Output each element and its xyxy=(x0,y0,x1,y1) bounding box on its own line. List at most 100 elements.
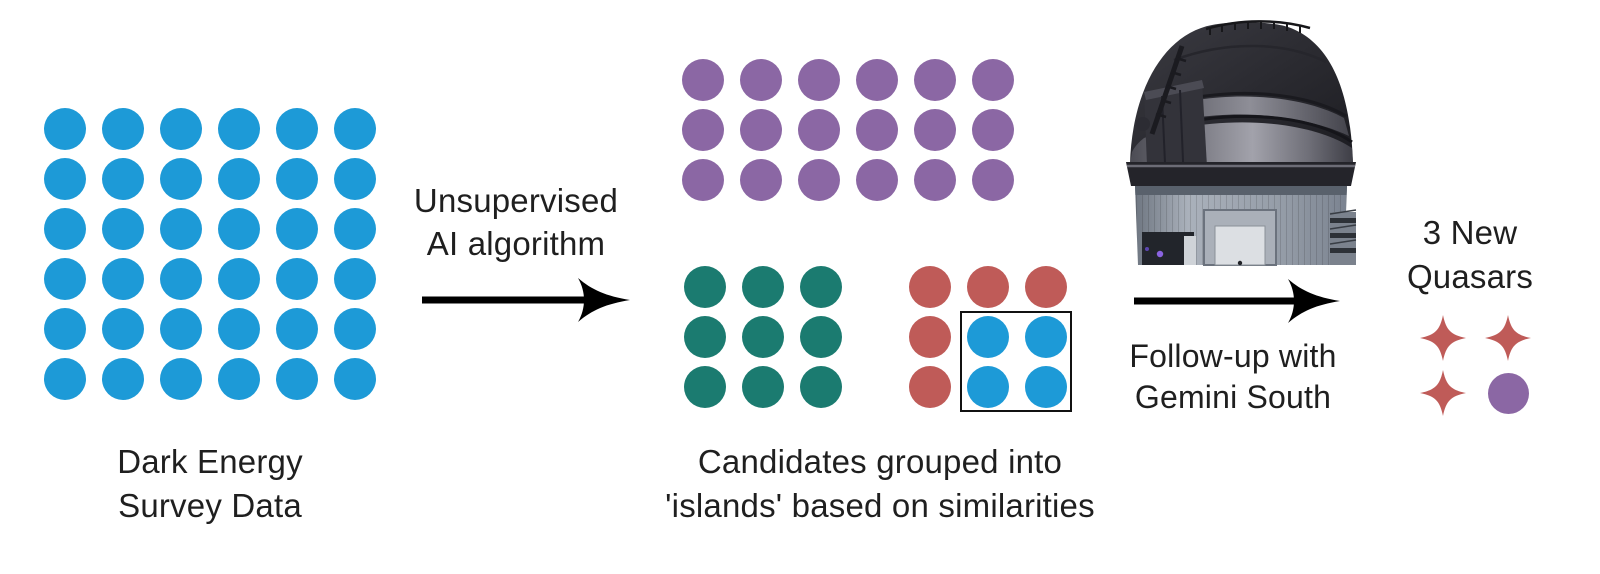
blue-data-point xyxy=(276,208,318,250)
purple-data-point xyxy=(682,159,724,201)
teal-data-point xyxy=(742,266,784,308)
blue-data-point xyxy=(218,108,260,150)
right-arrow-icon xyxy=(422,278,630,322)
blue-data-point xyxy=(1025,366,1067,408)
red-data-point xyxy=(909,266,951,308)
red-data-point xyxy=(909,316,951,358)
purple-data-point xyxy=(740,159,782,201)
blue-data-point xyxy=(276,158,318,200)
label-line: Gemini South xyxy=(1134,379,1332,415)
caption-line: Dark Energy xyxy=(117,443,303,480)
teal-data-point xyxy=(800,366,842,408)
teal-data-point xyxy=(742,366,784,408)
teal-data-point xyxy=(742,316,784,358)
purple-data-point xyxy=(856,59,898,101)
purple-data-point xyxy=(914,109,956,151)
blue-data-point xyxy=(218,208,260,250)
blue-data-point xyxy=(160,258,202,300)
caption-line: 'islands' based on similarities xyxy=(665,487,1095,524)
right-arrow-icon xyxy=(1134,279,1340,323)
blue-data-point xyxy=(160,208,202,250)
quasar-results-symbols xyxy=(1420,315,1531,416)
teal-data-point xyxy=(684,266,726,308)
mixed-island-dot-grid xyxy=(909,266,1067,408)
followup-step-label: Follow-up with Gemini South xyxy=(1083,336,1383,418)
survey-data-dot-grid xyxy=(44,108,376,400)
purple-data-point xyxy=(740,59,782,101)
non-quasar-circle-icon xyxy=(1487,372,1529,414)
quasar-star-icon xyxy=(1420,315,1466,361)
purple-data-point xyxy=(856,109,898,151)
label-line: AI algorithm xyxy=(426,225,606,262)
blue-data-point xyxy=(967,366,1009,408)
red-data-point xyxy=(909,366,951,408)
blue-data-point xyxy=(44,208,86,250)
teal-data-point xyxy=(800,316,842,358)
purple-data-point xyxy=(798,159,840,201)
purple-data-point xyxy=(682,109,724,151)
purple-data-point xyxy=(972,159,1014,201)
purple-data-point xyxy=(914,59,956,101)
purple-island-dot-grid xyxy=(682,59,1014,201)
blue-data-point xyxy=(102,308,144,350)
blue-data-point xyxy=(218,258,260,300)
blue-data-point xyxy=(967,316,1009,358)
purple-data-point xyxy=(972,59,1014,101)
caption-line: Candidates grouped into xyxy=(697,443,1063,480)
results-caption: 3 New Quasars xyxy=(1370,211,1570,299)
blue-data-point xyxy=(334,108,376,150)
blue-data-point xyxy=(44,258,86,300)
caption-line: Survey Data xyxy=(118,487,302,524)
islands-caption: Candidates grouped into 'islands' based … xyxy=(600,440,1160,528)
label-line: Follow-up with xyxy=(1129,338,1337,374)
blue-data-point xyxy=(102,208,144,250)
purple-data-point xyxy=(682,59,724,101)
purple-data-point xyxy=(972,109,1014,151)
gemini-south-telescope-photo xyxy=(1126,20,1357,266)
teal-data-point xyxy=(800,266,842,308)
blue-data-point xyxy=(334,358,376,400)
blue-data-point xyxy=(1025,316,1067,358)
blue-data-point xyxy=(334,308,376,350)
caption-line: 3 New xyxy=(1422,214,1518,251)
blue-data-point xyxy=(334,158,376,200)
purple-data-point xyxy=(914,159,956,201)
purple-data-point xyxy=(856,159,898,201)
quasar-star-icon xyxy=(1420,370,1466,416)
blue-data-point xyxy=(276,108,318,150)
red-data-point xyxy=(967,266,1009,308)
blue-data-point xyxy=(218,358,260,400)
blue-data-point xyxy=(160,358,202,400)
teal-island-dot-grid xyxy=(684,266,842,408)
blue-data-point xyxy=(218,308,260,350)
blue-data-point xyxy=(218,158,260,200)
blue-data-point xyxy=(160,158,202,200)
teal-data-point xyxy=(684,316,726,358)
blue-data-point xyxy=(44,308,86,350)
label-line: Unsupervised xyxy=(413,182,619,219)
survey-data-caption: Dark Energy Survey Data xyxy=(44,440,376,528)
blue-data-point xyxy=(44,158,86,200)
candidate-highlight-box xyxy=(960,311,1072,412)
purple-data-point xyxy=(798,59,840,101)
blue-data-point xyxy=(276,358,318,400)
blue-data-point xyxy=(276,308,318,350)
blue-data-point xyxy=(102,358,144,400)
blue-data-point xyxy=(44,108,86,150)
red-data-point xyxy=(1025,266,1067,308)
blue-data-point xyxy=(334,258,376,300)
blue-data-point xyxy=(334,208,376,250)
blue-data-point xyxy=(276,258,318,300)
blue-data-point xyxy=(102,258,144,300)
purple-data-point xyxy=(798,109,840,151)
blue-data-point xyxy=(160,308,202,350)
blue-data-point xyxy=(102,158,144,200)
quasar-star-icon xyxy=(1485,315,1531,361)
blue-data-point xyxy=(160,108,202,150)
teal-data-point xyxy=(684,366,726,408)
purple-data-point xyxy=(740,109,782,151)
blue-data-point xyxy=(102,108,144,150)
algorithm-step-label: Unsupervised AI algorithm xyxy=(386,179,646,265)
caption-line: Quasars xyxy=(1406,258,1534,295)
